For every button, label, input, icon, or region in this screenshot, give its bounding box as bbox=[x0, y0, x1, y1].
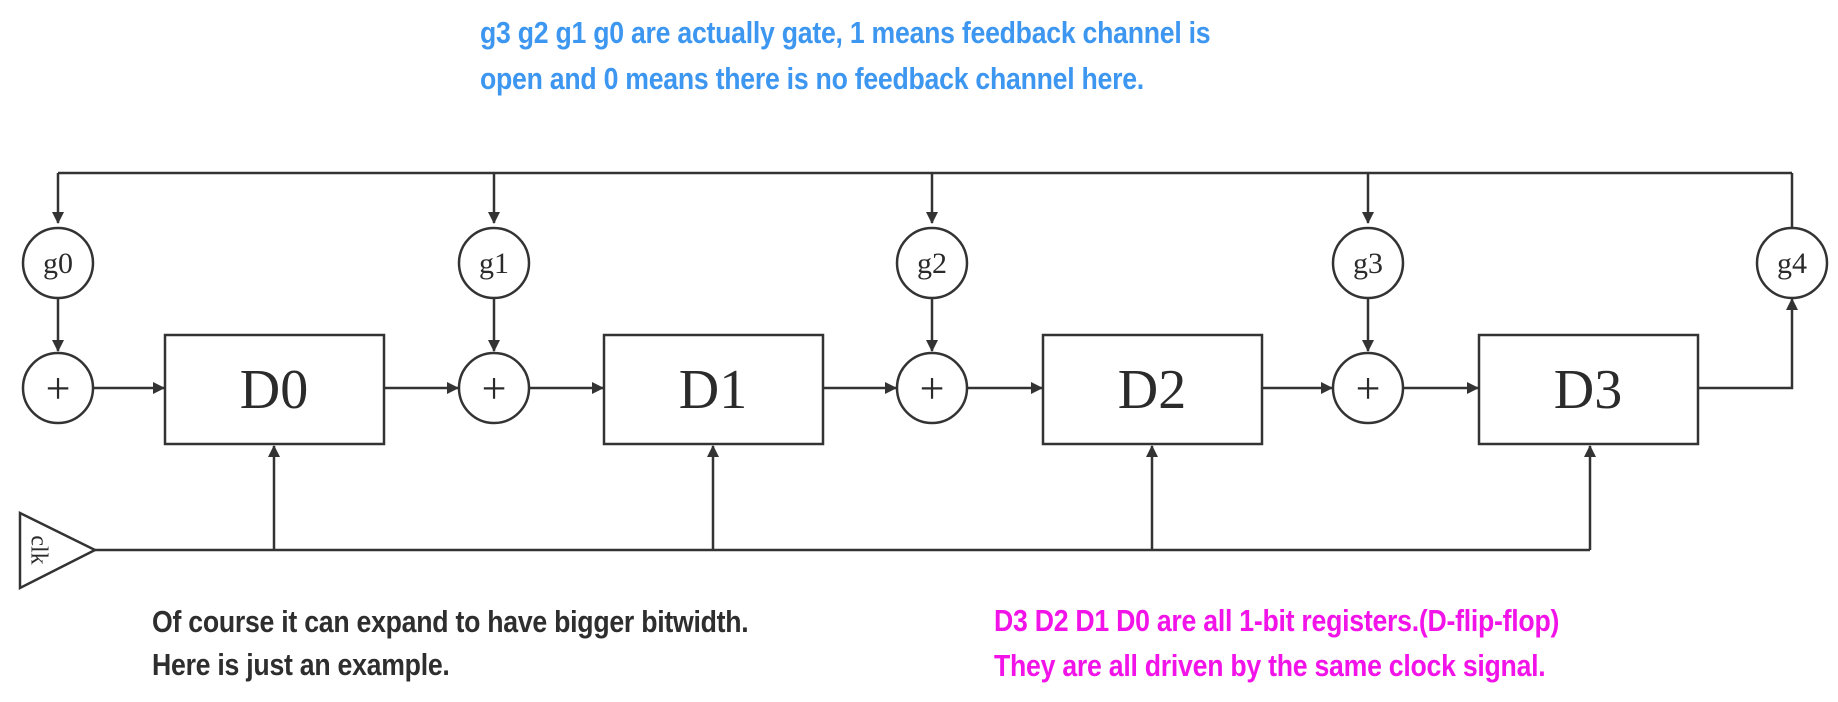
gate-g1-label: g1 bbox=[479, 247, 509, 280]
gates-note: g3 g2 g1 g0 are actually gate, 1 means f… bbox=[480, 10, 1211, 102]
d3-to-g4-arrow bbox=[1698, 298, 1798, 390]
expand-note-line-1: Of course it can expand to have bigger b… bbox=[152, 604, 749, 639]
adder-2-symbol: + bbox=[920, 364, 945, 413]
clock-triangle bbox=[18, 510, 98, 591]
gates-note-line-1: g3 g2 g1 g0 are actually gate, 1 means f… bbox=[480, 15, 1211, 50]
gates bbox=[21, 226, 1829, 300]
register-d2 bbox=[1041, 333, 1264, 446]
gate-g4-label: g4 bbox=[1777, 247, 1807, 280]
adder-3-symbol: + bbox=[1356, 364, 1381, 413]
expand-note-line-2: Here is just an example. bbox=[152, 647, 450, 682]
adder-0-symbol: + bbox=[46, 364, 71, 413]
register-d0 bbox=[163, 333, 386, 446]
register-d1 bbox=[602, 333, 825, 446]
clock-label: clk bbox=[25, 535, 51, 564]
feedback-bus bbox=[52, 171, 1794, 227]
registers-note: D3 D2 D1 D0 are all 1-bit registers.(D-f… bbox=[994, 598, 1559, 688]
adder-1-symbol: + bbox=[482, 364, 507, 413]
register-d2-label: D2 bbox=[1118, 359, 1186, 421]
gate-g3-label: g3 bbox=[1353, 247, 1383, 280]
gate-g0-label: g0 bbox=[43, 247, 73, 280]
registers-note-line-1: D3 D2 D1 D0 are all 1-bit registers.(D-f… bbox=[994, 603, 1560, 638]
gates-note-line-2: open and 0 means there is no feedback ch… bbox=[480, 61, 1144, 96]
register-d3-label: D3 bbox=[1554, 359, 1622, 421]
register-d0-label: D0 bbox=[240, 359, 308, 421]
register-d3 bbox=[1477, 333, 1700, 446]
expand-note: Of course it can expand to have bigger b… bbox=[152, 600, 749, 686]
gate-g2-label: g2 bbox=[917, 247, 947, 280]
registers-note-line-2: They are all driven by the same clock si… bbox=[994, 648, 1546, 683]
register-d1-label: D1 bbox=[679, 359, 747, 421]
clock-source: clk bbox=[18, 510, 98, 591]
